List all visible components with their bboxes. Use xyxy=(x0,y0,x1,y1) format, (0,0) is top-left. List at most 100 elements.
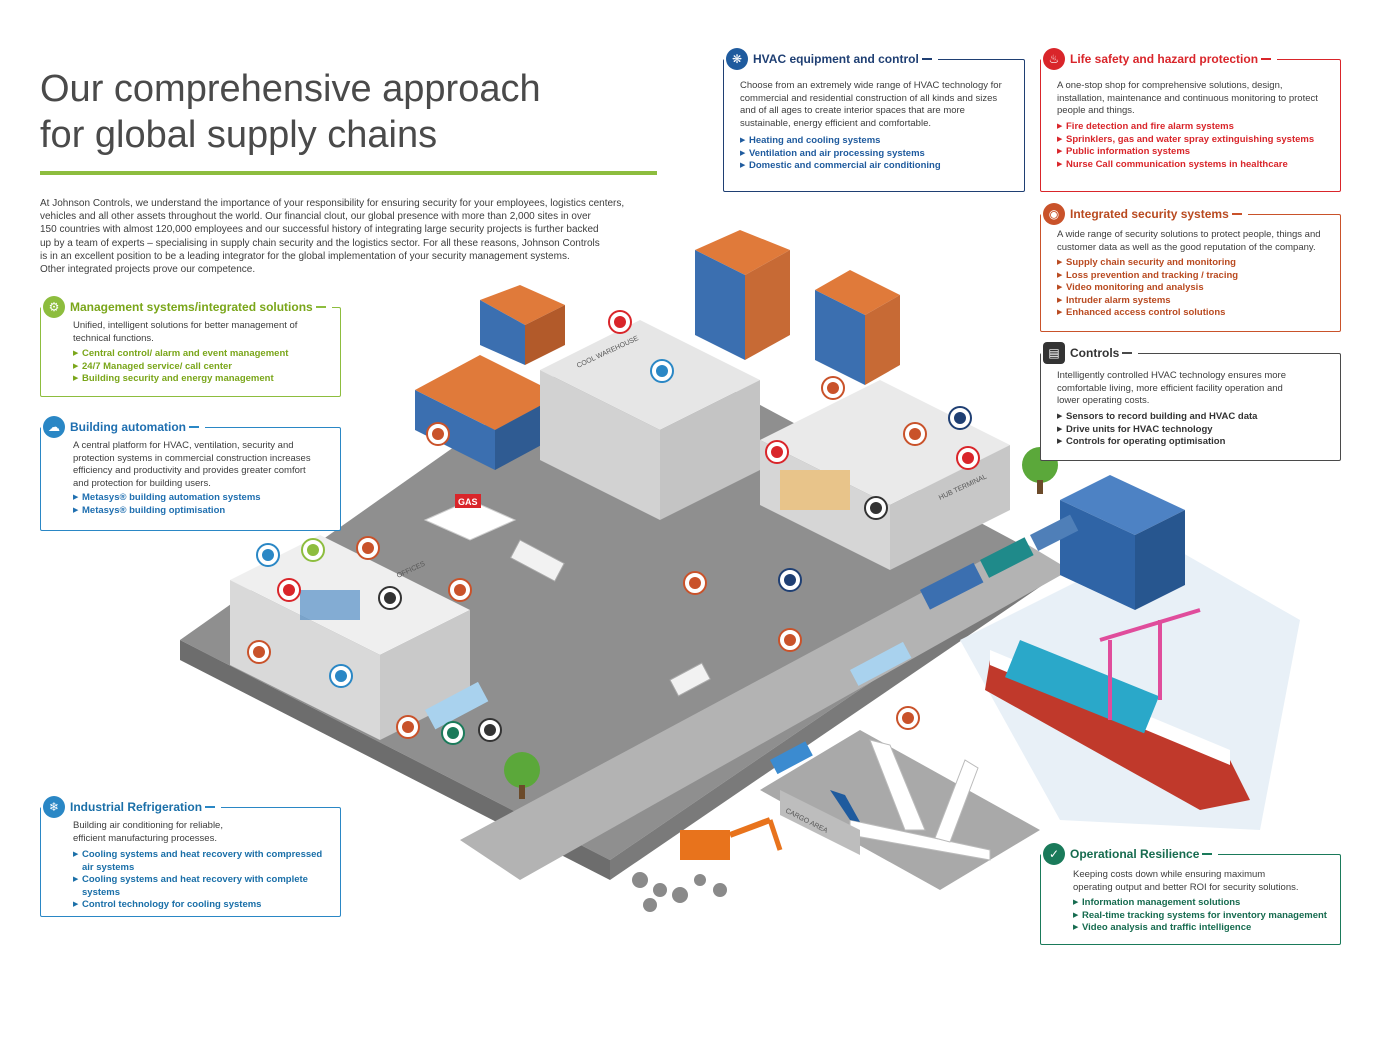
life-safety-card-title: Life safety and hazard protection xyxy=(1070,52,1259,66)
list-item: Control technology for cooling systems xyxy=(73,899,323,912)
marker-refrigeration-2 xyxy=(329,664,353,688)
marker-building-1 xyxy=(256,543,280,567)
marker-controls-1 xyxy=(864,496,888,520)
marker-controls-2 xyxy=(378,586,402,610)
flame-icon: ♨ xyxy=(1043,48,1065,70)
security-card-list: Supply chain security and monitoring Los… xyxy=(1057,257,1337,320)
marker-security-10 xyxy=(247,640,271,664)
building-automation-card: ☁ Building automation A central platform… xyxy=(40,416,341,531)
hvac-card-list: Heating and cooling systems Ventilation … xyxy=(740,135,1010,173)
fan-icon: ❋ xyxy=(726,48,748,70)
office-desks xyxy=(300,590,360,620)
refrigeration-card-list: Cooling systems and heat recovery with c… xyxy=(73,849,323,912)
airplane xyxy=(830,739,991,861)
list-item: Cooling systems and heat recovery with c… xyxy=(73,874,323,899)
refrigeration-card-title: Industrial Refrigeration xyxy=(70,800,203,814)
marker-fire-1 xyxy=(608,310,632,334)
building-card-desc: A central platform for HVAC, ventilation… xyxy=(73,440,311,489)
management-card-desc: Unified, intelligent solutions for bette… xyxy=(73,320,298,344)
list-item: Public information systems xyxy=(1057,146,1337,159)
building-card-list: Metasys® building automation systems Met… xyxy=(73,492,335,517)
parcel-stacks xyxy=(780,470,850,510)
resilience-card-desc: Keeping costs down while ensuring maximu… xyxy=(1073,869,1299,893)
industrial-refrigeration-card: ❄ Industrial Refrigeration Building air … xyxy=(40,796,341,917)
security-card-title: Integrated security systems xyxy=(1070,207,1229,221)
marker-controls-3 xyxy=(478,718,502,742)
list-item: Metasys® building optimisation xyxy=(73,505,335,518)
intro-paragraph: At Johnson Controls, we understand the i… xyxy=(40,198,625,276)
truck-yard xyxy=(669,662,711,697)
list-item: Cooling systems and heat recovery with c… xyxy=(73,849,323,874)
marker-resilience-1 xyxy=(441,721,465,745)
marker-fire-3 xyxy=(956,446,980,470)
list-item: 24/7 Managed service/ call center xyxy=(73,361,335,374)
container-stack-right xyxy=(695,230,900,385)
rubble-pile xyxy=(632,872,727,912)
management-card-title: Management systems/integrated solutions xyxy=(70,300,313,314)
cool-warehouse-building: COOL WAREHOUSE xyxy=(540,320,760,520)
controls-card-list: Sensors to record building and HVAC data… xyxy=(1057,411,1337,449)
resilience-card-title: Operational Resilience xyxy=(1070,847,1200,861)
marker-security-7 xyxy=(683,571,707,595)
hub-terminal-building: HUB TERMINAL xyxy=(760,380,1010,570)
building-automation-icon: ☁ xyxy=(43,416,65,438)
list-item: Sprinklers, gas and water spray extingui… xyxy=(1057,134,1337,147)
list-item: Information management solutions xyxy=(1073,897,1338,910)
list-item: Enhanced access control solutions xyxy=(1057,307,1337,320)
hvac-card: ❋ HVAC equipment and control Choose from… xyxy=(723,48,1025,192)
refrigeration-card-desc: Building air conditioning for reliable, … xyxy=(73,820,223,844)
marker-security-8 xyxy=(778,628,802,652)
marker-fire-2 xyxy=(765,440,789,464)
hvac-card-desc: Choose from an extremely wide range of H… xyxy=(740,80,1002,129)
list-item: Controls for operating optimisation xyxy=(1057,436,1337,449)
marker-security-1 xyxy=(426,422,450,446)
gas-station: GAS xyxy=(423,494,517,541)
list-item: Nurse Call communication systems in heal… xyxy=(1057,159,1337,172)
controls-card: ▤ Controls Intelligently controlled HVAC… xyxy=(1040,342,1341,461)
life-safety-card-desc: A one-stop shop for comprehensive soluti… xyxy=(1057,80,1318,116)
port-office-building xyxy=(1060,475,1185,610)
truck-office xyxy=(424,681,489,730)
controls-card-desc: Intelligently controlled HVAC technology… xyxy=(1057,370,1286,406)
port-crane xyxy=(1099,608,1201,720)
list-item: Ventilation and air processing systems xyxy=(740,148,1010,161)
truck-road-1 xyxy=(849,641,912,686)
control-panel-icon: ▤ xyxy=(1043,342,1065,364)
list-item: Fire detection and fire alarm systems xyxy=(1057,121,1337,134)
gas-sign-board xyxy=(455,494,481,508)
list-item: Drive units for HVAC technology xyxy=(1057,424,1337,437)
tree-left xyxy=(504,752,540,799)
marker-security-9 xyxy=(896,706,920,730)
list-item: Metasys® building automation systems xyxy=(73,492,335,505)
list-item: Sensors to record building and HVAC data xyxy=(1057,411,1337,424)
list-item: Loss prevention and tracking / tracing xyxy=(1057,270,1337,283)
rail-strip xyxy=(460,540,1070,880)
operational-resilience-card: ✓ Operational Resilience Keeping costs d… xyxy=(1040,843,1341,945)
marker-fire-4 xyxy=(277,578,301,602)
page-title: Our comprehensive approach for global su… xyxy=(40,68,541,156)
management-card-list: Central control/ alarm and event managem… xyxy=(73,348,335,386)
marker-security-4 xyxy=(356,536,380,560)
list-item: Intruder alarm systems xyxy=(1057,295,1337,308)
list-item: Supply chain security and monitoring xyxy=(1057,257,1337,270)
marker-security-6 xyxy=(396,715,420,739)
truck-gas-station xyxy=(509,539,565,582)
fingerprint-icon: ◉ xyxy=(1043,203,1065,225)
gas-sign: GAS xyxy=(458,497,478,507)
list-item: Video analysis and traffic intelligence xyxy=(1073,922,1338,935)
marker-security-2 xyxy=(821,376,845,400)
snowflake-icon: ❄ xyxy=(43,796,65,818)
resilience-card-list: Information management solutions Real-ti… xyxy=(1073,897,1338,935)
train xyxy=(920,514,1079,610)
list-item: Real-time tracking systems for inventory… xyxy=(1073,910,1338,923)
container-stack-left xyxy=(415,285,565,470)
building-card-title: Building automation xyxy=(70,420,186,434)
headline-divider xyxy=(40,171,657,175)
shield-icon: ✓ xyxy=(1043,843,1065,865)
marker-refrigeration-1 xyxy=(650,359,674,383)
integrated-security-card: ◉ Integrated security systems A wide ran… xyxy=(1040,203,1341,332)
excavator xyxy=(680,817,783,860)
life-safety-card-list: Fire detection and fire alarm systems Sp… xyxy=(1057,121,1337,171)
marker-management-1 xyxy=(301,538,325,562)
